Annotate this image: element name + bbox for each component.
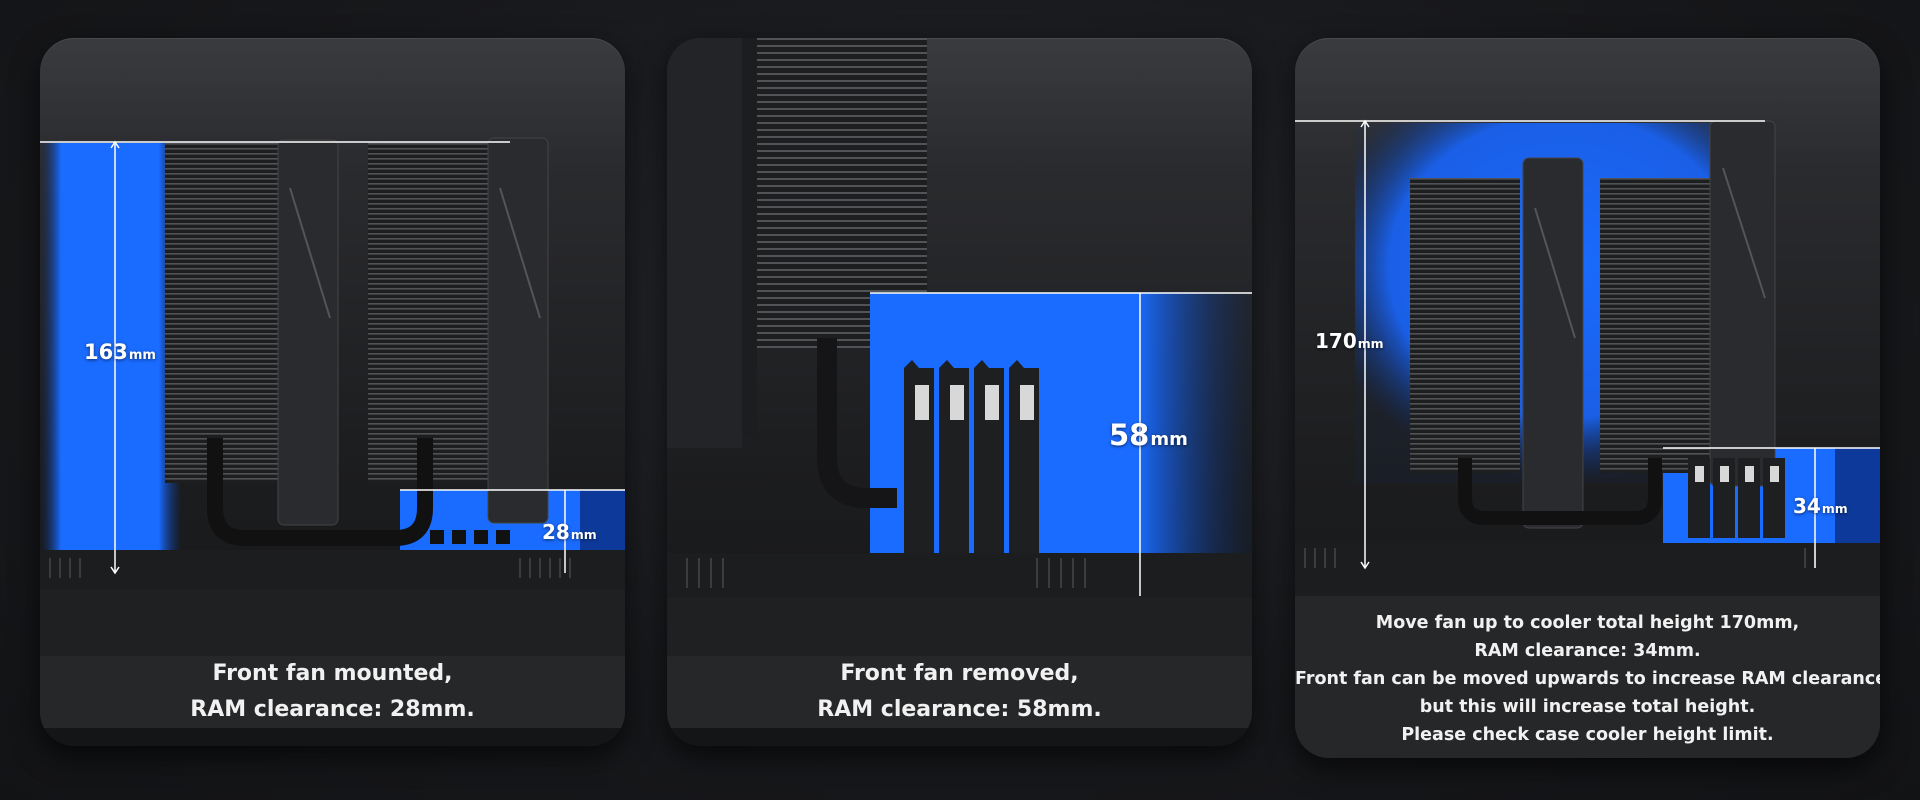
ram-clearance-label-28: 28mm bbox=[542, 520, 597, 544]
card-fan-moved-up: 170mm 34mm Move fan up to cooler total h… bbox=[1295, 38, 1880, 758]
caption-line: Front fan mounted, bbox=[212, 661, 453, 686]
caption-line: Move fan up to cooler total height 170mm… bbox=[1375, 613, 1800, 633]
cooler-illustration bbox=[1295, 38, 1880, 596]
height-label-170: 170mm bbox=[1315, 329, 1384, 353]
caption-line: Please check case cooler height limit. bbox=[1401, 725, 1774, 745]
card-caption: Front fan removed, RAM clearance: 58mm. bbox=[667, 656, 1252, 728]
cooler-illustration bbox=[667, 38, 1252, 656]
caption-line: RAM clearance: 58mm. bbox=[817, 697, 1102, 722]
card-caption: Move fan up to cooler total height 170mm… bbox=[1295, 596, 1880, 758]
card-front-fan-mounted: 163mm 28mm Front fan mounted, RAM cleara… bbox=[40, 38, 625, 746]
card-caption: Front fan mounted, RAM clearance: 28mm. bbox=[40, 656, 625, 728]
caption-line: RAM clearance: 34mm. bbox=[1474, 641, 1701, 661]
ram-clearance-label-34: 34mm bbox=[1793, 494, 1848, 518]
card-front-fan-removed: 58mm Front fan removed, RAM clearance: 5… bbox=[667, 38, 1252, 746]
height-label-163: 163mm bbox=[84, 340, 156, 364]
caption-line: Front fan removed, bbox=[840, 661, 1079, 686]
caption-line: RAM clearance: 28mm. bbox=[190, 697, 475, 722]
caption-line: but this will increase total height. bbox=[1419, 697, 1756, 717]
ram-clearance-label-58: 58mm bbox=[1109, 418, 1188, 452]
cooler-illustration bbox=[40, 38, 625, 656]
caption-line: Front fan can be moved upwards to increa… bbox=[1295, 669, 1880, 689]
